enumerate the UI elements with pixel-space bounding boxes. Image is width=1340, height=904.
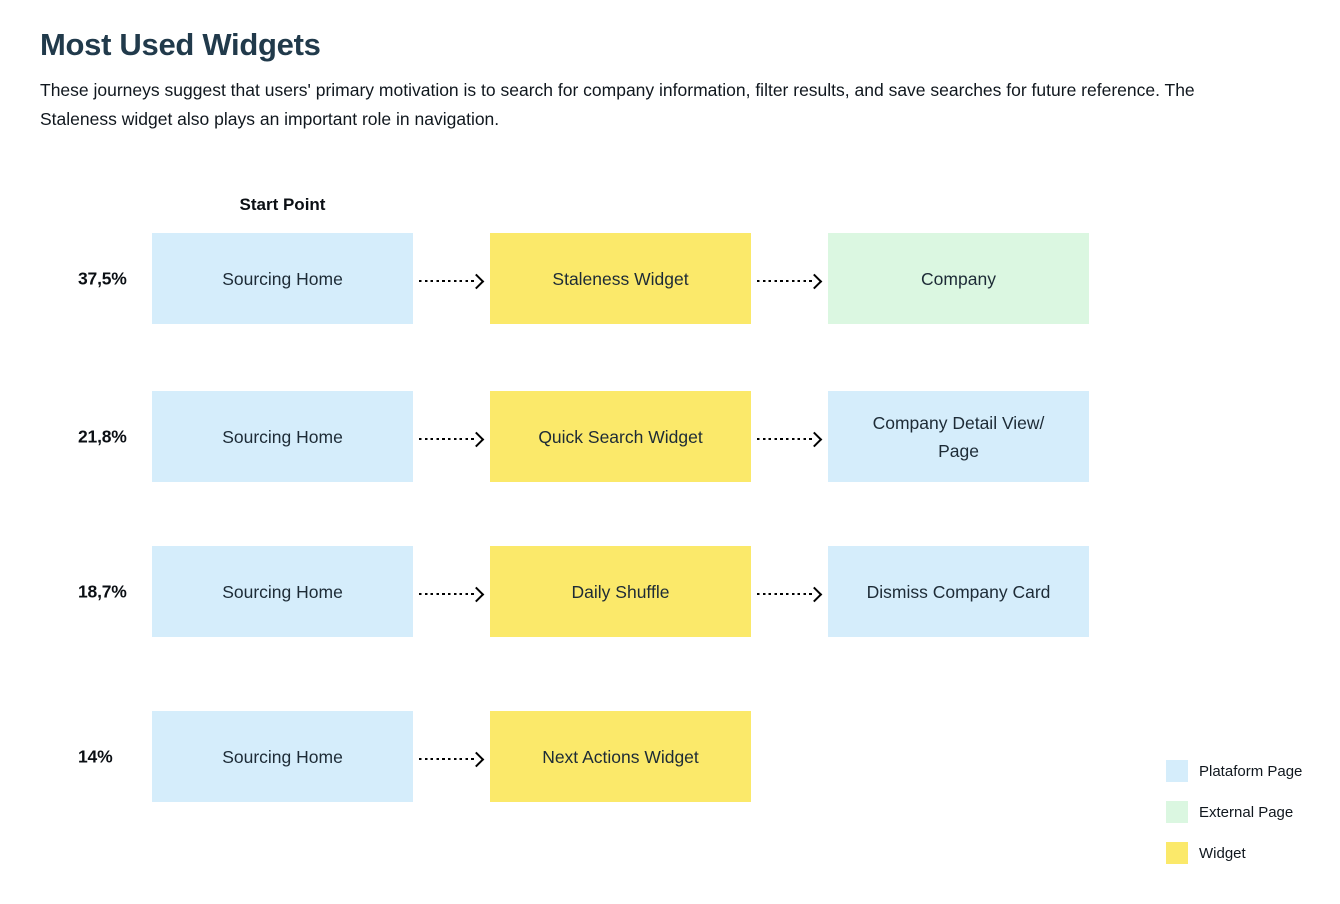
node-platform-page: Sourcing Home — [152, 233, 413, 324]
legend-item-widget: Widget — [1166, 842, 1302, 864]
node-label: Staleness Widget — [552, 268, 689, 289]
widget-swatch-icon — [1166, 842, 1188, 864]
node-widget: Next Actions Widget — [490, 711, 751, 802]
flow-arrow-icon — [757, 273, 823, 290]
node-widget: Quick Search Widget — [490, 391, 751, 482]
node-label: Quick Search Widget — [538, 426, 703, 447]
node-label: Sourcing Home — [222, 581, 343, 602]
node-label: Daily Shuffle — [571, 581, 670, 602]
journey-row: 14% Sourcing Home Next Actions Widget — [0, 711, 1340, 802]
flow-arrow-icon — [757, 586, 823, 603]
node-label: Dismiss Company Card — [866, 581, 1051, 602]
flow-arrow-icon — [757, 431, 823, 448]
node-label: Sourcing Home — [222, 268, 343, 289]
journey-row: 37,5% Sourcing Home Staleness Widget Com… — [0, 233, 1340, 324]
node-platform-page: Sourcing Home — [152, 711, 413, 802]
legend-label: Widget — [1199, 844, 1246, 862]
node-platform-page: Sourcing Home — [152, 391, 413, 482]
legend-label: External Page — [1199, 803, 1294, 821]
journey-percentage: 14% — [78, 746, 113, 766]
flow-arrow-icon — [419, 273, 485, 290]
flow-arrow-icon — [419, 751, 485, 768]
page-description: These journeys suggest that users' prima… — [40, 80, 1195, 129]
journey-percentage: 37,5% — [78, 268, 127, 288]
node-widget: Daily Shuffle — [490, 546, 751, 637]
node-label: Next Actions Widget — [542, 746, 699, 767]
journey-row: 18,7% Sourcing Home Daily Shuffle Dismis… — [0, 546, 1340, 637]
node-label: Company Detail View/ Page — [872, 412, 1045, 461]
node-widget: Staleness Widget — [490, 233, 751, 324]
legend: Plataform Page External Page Widget — [1166, 760, 1302, 864]
legend-label: Plataform Page — [1199, 762, 1303, 780]
page-title: Most Used Widgets — [40, 27, 321, 62]
flow-arrow-icon — [419, 431, 485, 448]
node-platform-page: Dismiss Company Card — [828, 546, 1089, 637]
journey-row: 21,8% Sourcing Home Quick Search Widget … — [0, 391, 1340, 482]
legend-item-platform-page: Plataform Page — [1166, 760, 1302, 782]
external-page-swatch-icon — [1166, 801, 1188, 823]
node-platform-page: Company Detail View/ Page — [828, 391, 1089, 482]
legend-item-external-page: External Page — [1166, 801, 1302, 823]
journey-percentage: 18,7% — [78, 581, 127, 601]
node-platform-page: Sourcing Home — [152, 546, 413, 637]
journey-percentage: 21,8% — [78, 426, 127, 446]
node-label: Sourcing Home — [222, 746, 343, 767]
node-label: Sourcing Home — [222, 426, 343, 447]
flow-arrow-icon — [419, 586, 485, 603]
node-label: Company — [921, 268, 996, 289]
start-point-label: Start Point — [239, 195, 326, 214]
node-external-page: Company — [828, 233, 1089, 324]
platform-page-swatch-icon — [1166, 760, 1188, 782]
